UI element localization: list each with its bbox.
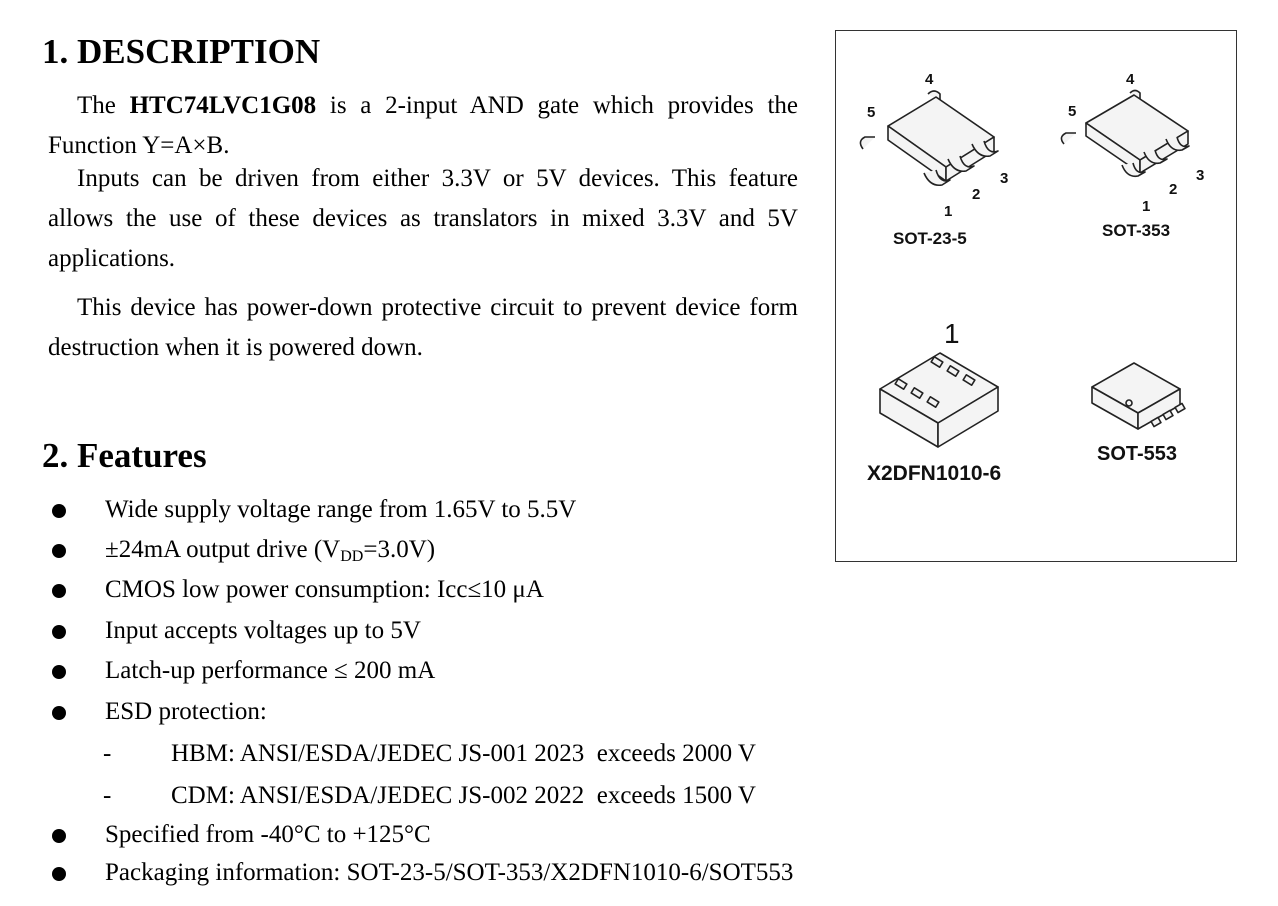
package-name-sot-553: SOT-553 [1097, 443, 1178, 465]
bullet-icon [52, 625, 66, 639]
pin-label: 4 [925, 71, 934, 88]
description-paragraph-2: Inputs can be driven from either 3.3V or… [48, 165, 798, 272]
description-paragraph-3: This device has power-down protective ci… [48, 294, 798, 361]
bullet-icon [52, 544, 66, 558]
description-paragraph-1: The HTC74LVC1G08 is a 2-input AND gate w… [48, 92, 798, 159]
x2dfn-chip-icon [879, 352, 999, 448]
bullet-icon [52, 665, 66, 679]
pin-label: 3 [1000, 170, 1009, 187]
bullet-icon [52, 829, 66, 843]
pin-label: 5 [1068, 103, 1077, 120]
dash-marker: - [103, 740, 112, 767]
features-heading: 2. Features [42, 436, 207, 475]
pin-label: 5 [867, 104, 876, 121]
pin-label: 1 [1142, 198, 1151, 215]
sot-23-5-chip-icon [859, 90, 999, 187]
pin-1-label: 1 [944, 318, 960, 349]
sot-553-chip-icon [1091, 362, 1186, 430]
pin-label: 4 [1126, 71, 1135, 88]
part-number: HTC74LVC1G08 [129, 92, 317, 119]
package-name-x2dfn1010-6: X2DFN1010-6 [867, 462, 1002, 485]
package-figure: 4 5 3 2 1 SOT-23-5 4 5 3 2 1 SOT-353 1 X… [835, 30, 1237, 562]
description-heading: 1. DESCRIPTION [42, 32, 321, 71]
sot-353-chip-icon [1060, 89, 1190, 178]
pin-label: 2 [972, 186, 981, 203]
pin-label: 2 [1169, 181, 1178, 198]
bullet-icon [52, 706, 66, 720]
package-name-sot-23-5: SOT-23-5 [893, 229, 967, 248]
bullet-icon [52, 504, 66, 518]
bullet-icon [52, 867, 66, 881]
package-illustrations [859, 89, 1190, 448]
pin-label: 3 [1196, 167, 1205, 184]
bullet-icon [52, 584, 66, 598]
dash-marker: - [103, 782, 112, 809]
package-name-sot-353: SOT-353 [1102, 221, 1171, 240]
pin-label: 1 [944, 203, 953, 220]
